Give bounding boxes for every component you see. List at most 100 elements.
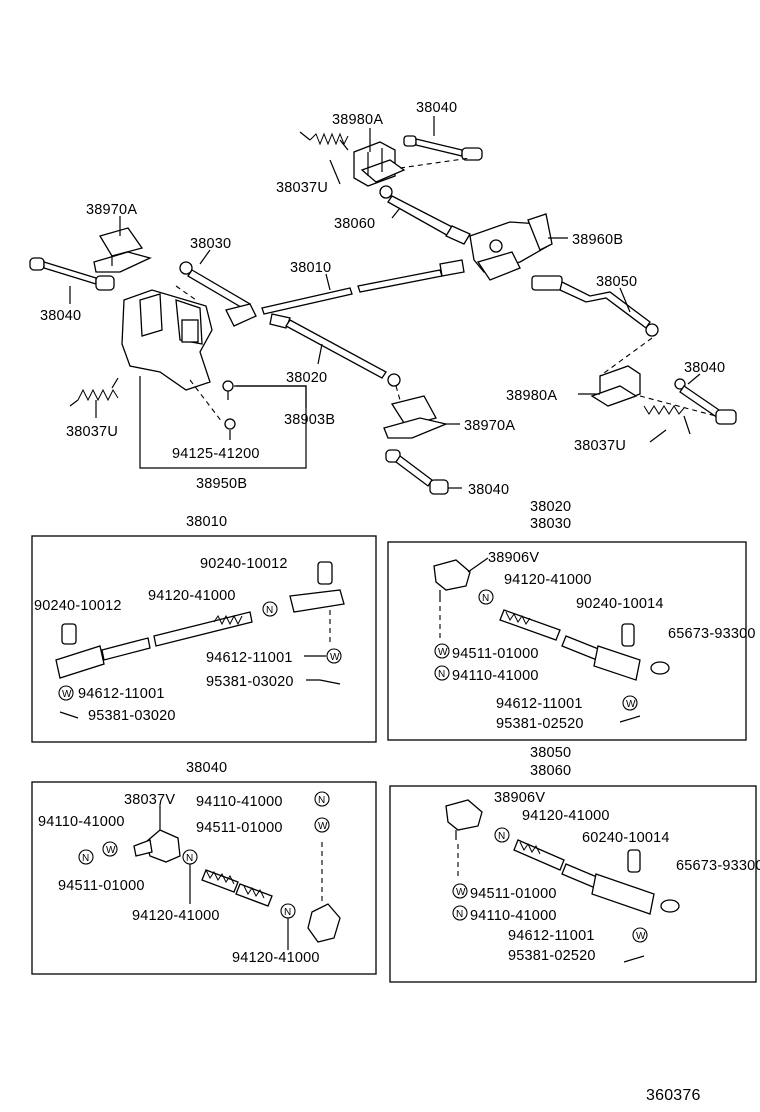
bracket-38970A-mid xyxy=(383,395,449,439)
bushing-65673 xyxy=(650,661,670,675)
label-38960B: 38960B xyxy=(572,232,623,248)
rod-38020 xyxy=(269,313,401,401)
bolt-38903B xyxy=(222,380,236,430)
panel-38050-frame xyxy=(389,785,757,983)
svg-text:94511-01000: 94511-01000 xyxy=(470,886,557,902)
svg-text:W: W xyxy=(456,887,466,898)
ball-joint-38906V xyxy=(445,799,483,831)
label-38030: 38030 xyxy=(190,236,231,252)
bracket-38960B xyxy=(469,213,553,281)
svg-text:94120-41000: 94120-41000 xyxy=(232,950,320,966)
svg-text:W: W xyxy=(62,689,72,700)
label-38037U-top: 38037U xyxy=(276,180,328,196)
clevis xyxy=(593,645,641,681)
svg-text:95381-02520: 95381-02520 xyxy=(496,716,584,732)
svg-text:65673-93300: 65673-93300 xyxy=(676,858,760,874)
svg-text:94612-11001: 94612-11001 xyxy=(78,686,165,702)
label-38060: 38060 xyxy=(334,216,375,232)
label-94125-41200: 94125-41200 xyxy=(172,446,260,462)
svg-text:38020: 38020 xyxy=(530,499,571,515)
link-38040-right xyxy=(639,378,737,425)
label-38970A-mid: 38970A xyxy=(464,418,515,434)
svg-text:60240-10014: 60240-10014 xyxy=(582,830,670,846)
svg-text:94110-41000: 94110-41000 xyxy=(196,794,283,810)
svg-text:95381-03020: 95381-03020 xyxy=(88,708,176,724)
diagram-code: 360376 xyxy=(646,1087,701,1104)
svg-text:N: N xyxy=(456,909,463,920)
svg-text:38037V: 38037V xyxy=(124,792,175,808)
svg-text:N: N xyxy=(482,593,489,604)
svg-text:N: N xyxy=(82,853,89,864)
bracket-38980A-top xyxy=(353,141,406,187)
washer-symbol xyxy=(326,648,342,664)
svg-text:95381-02520: 95381-02520 xyxy=(508,948,596,964)
label-38050: 38050 xyxy=(596,274,637,290)
panel-38020-38030: 38020 38030 N W N W 38906V 94120-41000 9… xyxy=(387,499,756,741)
label-38010: 38010 xyxy=(290,260,331,276)
svg-text:65673-93300: 65673-93300 xyxy=(668,626,756,642)
svg-text:38050: 38050 xyxy=(530,745,571,761)
pin-60240 xyxy=(627,849,641,873)
svg-text:94120-41000: 94120-41000 xyxy=(522,808,610,824)
label-38040-top: 38040 xyxy=(416,100,457,116)
label-38903B: 38903B xyxy=(284,412,335,428)
panel-38040-frame xyxy=(31,781,377,975)
svg-text:38906V: 38906V xyxy=(488,550,539,566)
spring-38037U-right xyxy=(643,405,691,435)
panel-38050-38060: 38050 38060 N W N W 38906V 94120-41000 6… xyxy=(389,745,760,983)
svg-text:94110-41000: 94110-41000 xyxy=(470,908,557,924)
svg-text:W: W xyxy=(636,931,646,942)
panel-38020-frame xyxy=(387,541,747,741)
link-38040-top xyxy=(399,135,483,169)
svg-text:94612-11001: 94612-11001 xyxy=(508,928,595,944)
label-38970A-left: 38970A xyxy=(86,202,137,218)
svg-text:90240-10014: 90240-10014 xyxy=(576,596,664,612)
label-38037U-left: 38037U xyxy=(66,424,118,440)
link-38060 xyxy=(379,185,471,245)
label-38020: 38020 xyxy=(286,370,327,386)
svg-text:95381-03020: 95381-03020 xyxy=(206,674,294,690)
svg-text:94110-41000: 94110-41000 xyxy=(452,668,539,684)
clevis-right xyxy=(289,589,345,613)
svg-text:94511-01000: 94511-01000 xyxy=(58,878,145,894)
svg-text:N: N xyxy=(438,669,445,680)
spring-38037U-top xyxy=(299,131,349,151)
svg-text:38906V: 38906V xyxy=(494,790,545,806)
rod-38010 xyxy=(261,259,465,315)
label-38040-left: 38040 xyxy=(40,308,81,324)
svg-text:W: W xyxy=(318,821,328,832)
label-38040-bottom: 38040 xyxy=(468,482,509,498)
lever-assembly-38950B xyxy=(121,285,307,469)
label-38980A-right: 38980A xyxy=(506,388,557,404)
bracket-38970A-left xyxy=(93,227,152,273)
svg-text:W: W xyxy=(106,845,116,856)
svg-text:94120-41000: 94120-41000 xyxy=(132,908,220,924)
pin-90240-right xyxy=(317,561,333,585)
pin-90240-left xyxy=(61,623,77,645)
label-38950B: 38950B xyxy=(196,476,247,492)
leader-lines xyxy=(69,116,701,489)
svg-text:38060: 38060 xyxy=(530,763,571,779)
link-38040-left xyxy=(29,257,115,291)
ball-joint-38906V xyxy=(433,559,471,591)
svg-text:N: N xyxy=(266,605,273,616)
svg-text:94110-41000: 94110-41000 xyxy=(38,814,125,830)
svg-text:90240-10012: 90240-10012 xyxy=(34,598,122,614)
spring-38037U-left xyxy=(69,377,119,407)
pin-90240 xyxy=(621,623,635,647)
svg-text:94511-01000: 94511-01000 xyxy=(196,820,283,836)
svg-text:N: N xyxy=(284,907,291,918)
svg-text:94511-01000: 94511-01000 xyxy=(452,646,539,662)
bracket-38980A-right xyxy=(590,365,641,407)
nut-symbol xyxy=(262,601,278,617)
svg-text:W: W xyxy=(330,652,340,663)
svg-text:N: N xyxy=(318,795,325,806)
rod-38050 xyxy=(531,275,659,377)
panel-38010-frame xyxy=(31,535,377,743)
clevis-left xyxy=(55,645,105,679)
svg-text:W: W xyxy=(438,647,448,658)
svg-text:N: N xyxy=(498,831,505,842)
svg-text:94612-11001: 94612-11001 xyxy=(206,650,293,666)
